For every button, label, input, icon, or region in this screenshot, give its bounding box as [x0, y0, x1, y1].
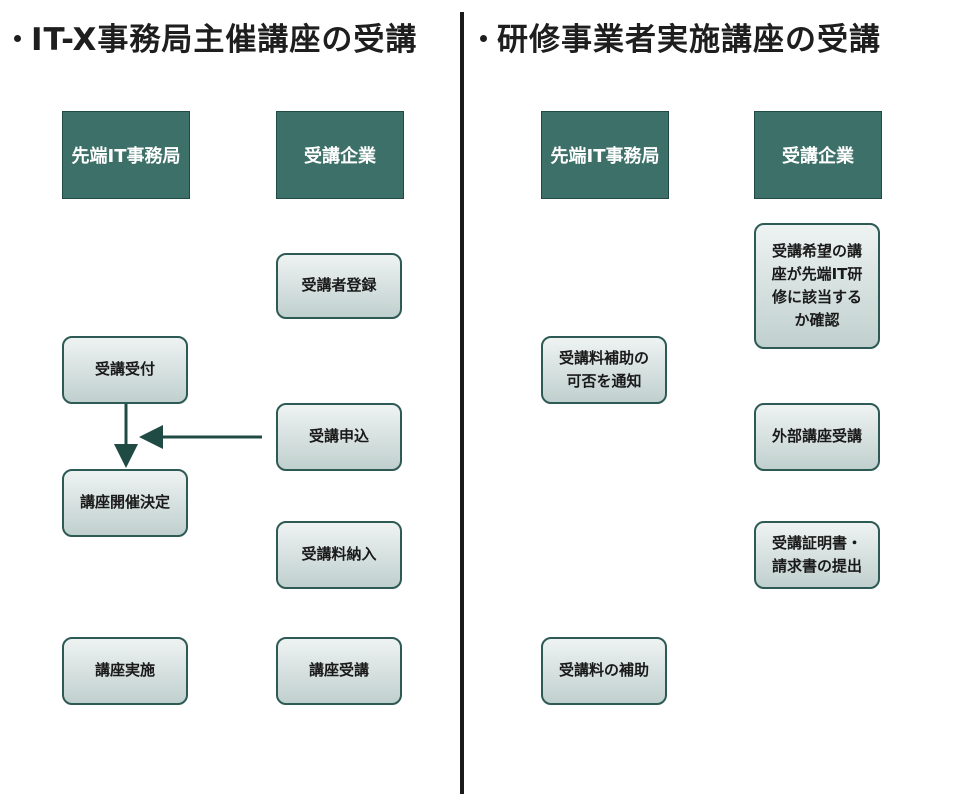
left-title-text: IT-X事務局主催講座の受講 — [31, 22, 418, 58]
right-section-title: 研修事業者実施講座の受講 — [480, 14, 881, 59]
right-header-company: 受講企業 — [754, 111, 882, 199]
step-course-attendance: 講座受講 — [276, 637, 402, 705]
bullet-icon — [14, 35, 21, 42]
step-external-course: 外部講座受講 — [754, 403, 880, 471]
step-application: 受講申込 — [276, 403, 402, 471]
step-subsidy-notice: 受講料補助の 可否を通知 — [541, 336, 667, 404]
step-eligibility-check: 受講希望の講 座が先端IT研 修に該当する か確認 — [754, 223, 880, 349]
bullet-icon — [480, 35, 487, 42]
step-course-decision: 講座開催決定 — [62, 469, 188, 537]
left-header-company: 受講企業 — [276, 111, 404, 199]
step-fee-payment: 受講料納入 — [276, 521, 402, 589]
right-header-it-office: 先端IT事務局 — [541, 111, 669, 199]
step-registration: 受講者登録 — [276, 253, 402, 319]
left-header-it-office: 先端IT事務局 — [62, 111, 190, 199]
step-acceptance: 受講受付 — [62, 336, 188, 404]
left-section-title: IT-X事務局主催講座の受講 — [14, 14, 417, 59]
step-certificate-submission: 受講証明書・ 請求書の提出 — [754, 521, 880, 589]
step-fee-subsidy: 受講料の補助 — [541, 637, 667, 705]
right-title-text: 研修事業者実施講座の受講 — [497, 22, 881, 58]
step-course-delivery: 講座実施 — [62, 637, 188, 705]
section-divider — [460, 12, 464, 794]
